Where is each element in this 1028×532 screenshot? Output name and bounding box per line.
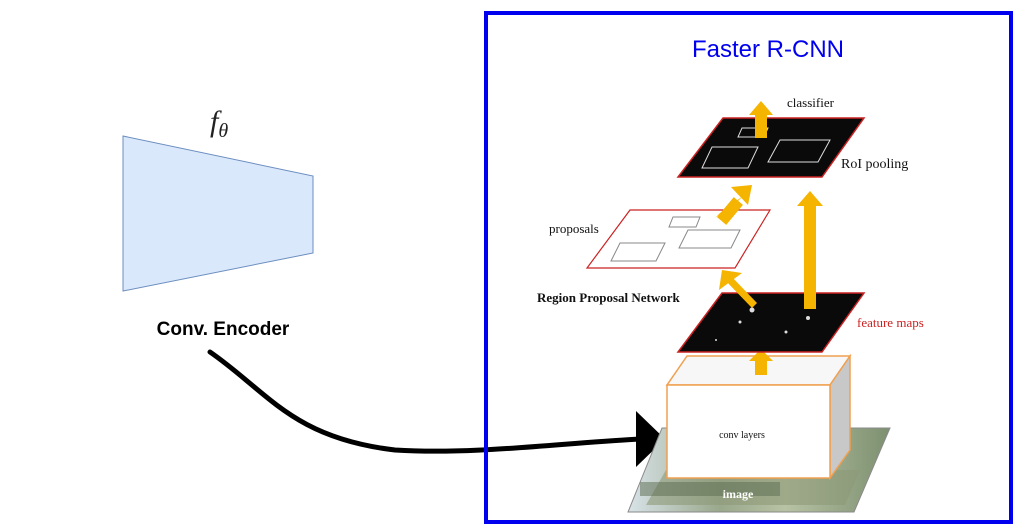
arrow-up-icon — [749, 349, 773, 375]
feature-maps-plane — [676, 292, 866, 353]
arrow-diagonal-icon — [719, 270, 757, 308]
arrow-diagonal-icon — [715, 185, 752, 225]
classifier-label: classifier — [787, 95, 835, 110]
conv-layers-label: conv layers — [719, 430, 765, 441]
proposal-boxes — [610, 216, 741, 262]
proposals-label: proposals — [549, 221, 599, 236]
encoder-label: Conv. Encoder — [157, 319, 290, 340]
feature-map-activations — [715, 307, 810, 341]
image-label: image — [723, 487, 754, 501]
arrow-head-icon — [636, 411, 665, 467]
proposals-plane — [585, 209, 772, 269]
rpn-label: Region Proposal Network — [537, 290, 681, 305]
faster-rcnn-box — [484, 11, 1013, 524]
roi-pooling-label: RoI pooling — [841, 157, 908, 172]
encoder-to-rcnn-arrow — [207, 349, 643, 454]
feature-maps-label: feature maps — [857, 315, 924, 330]
arrow-up-tall-icon — [797, 191, 823, 309]
encoder-trapezoid — [122, 135, 314, 292]
faster-rcnn-title: Faster R-CNN — [692, 36, 844, 63]
arrow-up-icon — [749, 101, 773, 138]
encoder-symbol: fθ — [210, 105, 228, 142]
